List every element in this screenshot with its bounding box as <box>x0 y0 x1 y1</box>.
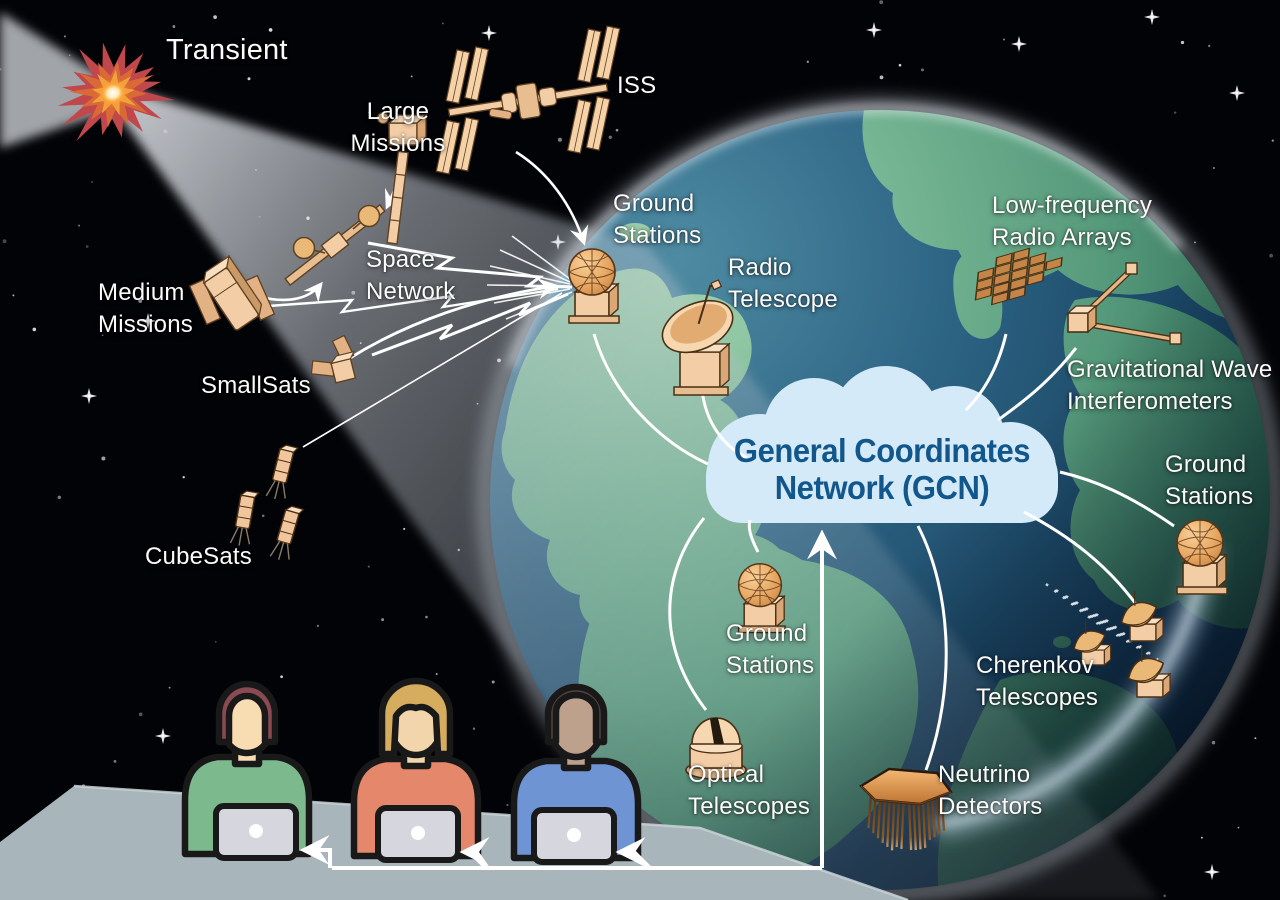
label-medium-missions: Medium Missions <box>98 279 193 339</box>
light-beam <box>0 12 1160 900</box>
optical-telescope <box>685 717 747 780</box>
label-iss: ISS <box>617 72 657 99</box>
smallsat <box>310 334 357 384</box>
label-cubesats: CubeSats <box>145 543 252 570</box>
medium-mission-satellite <box>188 254 276 331</box>
iss <box>435 25 621 175</box>
laptops <box>213 803 617 865</box>
label-optical-telescopes: Optical Telescopes <box>688 761 811 821</box>
label-radio-telescope: Radio Telescope <box>728 254 838 314</box>
gcn-cloud <box>706 366 1058 523</box>
label-large-missions: Large Missions <box>350 98 446 158</box>
label-gravitational-wave-interferometers: Gravitational Wave Interferometers <box>1067 356 1273 416</box>
label-smallsats: SmallSats <box>201 372 311 399</box>
label-ground-stations-bottom: Ground Stations <box>726 620 815 680</box>
gcn-alert-arrows <box>299 529 837 870</box>
label-ground-stations-top: Ground Stations <box>613 190 702 250</box>
low-frequency-radio-array <box>974 247 1063 306</box>
label-low-frequency-radio-arrays: Low-frequency Radio Arrays <box>992 192 1153 252</box>
neutrino-detector <box>859 767 953 851</box>
radio-telescope <box>661 279 734 396</box>
cherenkov-telescope-array <box>1045 582 1171 698</box>
label-ground-stations-right: Ground Stations <box>1165 451 1254 511</box>
ground-station-top <box>568 248 620 324</box>
label-gcn: General Coordinates Network (GCN) <box>733 432 1031 506</box>
label-neutrino-detectors: Neutrino Detectors <box>938 761 1043 821</box>
detector-strings <box>867 793 946 851</box>
label-space-network: Space Network <box>366 246 456 306</box>
label-transient: Transient <box>166 34 288 66</box>
large-mission-satellite <box>376 111 428 245</box>
iss-solar-arrays <box>435 25 621 175</box>
space-network-satellite <box>284 203 386 287</box>
label-cherenkov-telescopes: Cherenkov Telescopes <box>976 652 1099 712</box>
gravitational-wave-interferometer <box>1066 262 1182 345</box>
gcn-connection-lines <box>592 333 1175 771</box>
particle-shower-dots <box>1045 582 1159 662</box>
ground-station-right <box>1176 519 1228 595</box>
space-links <box>259 150 589 448</box>
transient-burst <box>57 42 175 142</box>
